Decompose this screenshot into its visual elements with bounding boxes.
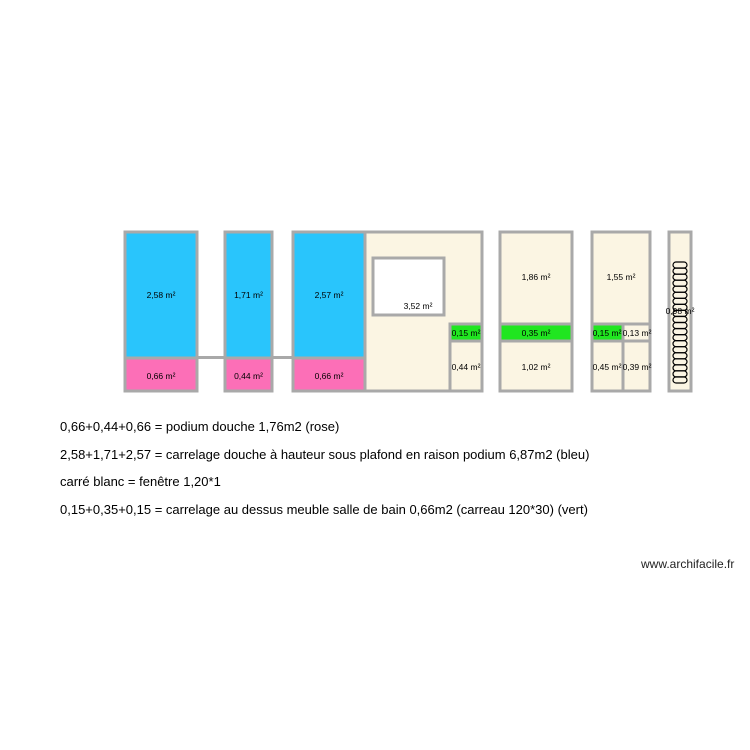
note-blue-tiling: 2,58+1,71+2,57 = carrelage douche à haut… bbox=[60, 446, 590, 462]
small-zone-044[interactable] bbox=[448, 339, 484, 393]
area-label-352: 3,52 m² bbox=[404, 301, 433, 311]
area-label-045: 0,45 m² bbox=[593, 362, 622, 372]
pink-zone-066-right[interactable] bbox=[291, 356, 367, 393]
area-label-015-b: 0,15 m² bbox=[593, 328, 622, 338]
area-label-257: 2,57 m² bbox=[315, 290, 344, 300]
panel-3: 2,57 m² 0,66 m² 3,52 m² 0,15 m² 0,44 m² bbox=[291, 230, 484, 393]
blue-zone-257[interactable] bbox=[291, 230, 367, 360]
radiator-icon bbox=[672, 261, 688, 384]
note-green-tiling: 0,15+0,35+0,15 = carrelage au dessus meu… bbox=[60, 501, 588, 517]
room-floor-186[interactable] bbox=[498, 230, 574, 326]
area-label-186: 1,86 m² bbox=[522, 272, 551, 282]
panel-4: 1,86 m² 0,35 m² 1,02 m² bbox=[498, 230, 574, 393]
radiator-coil bbox=[672, 376, 688, 384]
area-label-015-a: 0,15 m² bbox=[452, 328, 481, 338]
area-label-102: 1,02 m² bbox=[522, 362, 551, 372]
panel-5: 1,55 m² 0,15 m² 0,13 m² 0,45 m² 0,39 m² bbox=[590, 230, 652, 393]
area-label-066-right: 0,66 m² bbox=[315, 371, 344, 381]
connector-wall-2 bbox=[272, 356, 293, 359]
area-label-258: 2,58 m² bbox=[147, 290, 176, 300]
area-label-066-left: 0,66 m² bbox=[147, 371, 176, 381]
connector-wall-1 bbox=[197, 356, 225, 359]
pink-zone-066-left[interactable] bbox=[123, 356, 199, 393]
panel-6: 0,98 m² bbox=[666, 230, 695, 393]
area-label-013: 0,13 m² bbox=[623, 328, 652, 338]
room-floor-098[interactable] bbox=[667, 230, 693, 393]
room-floor-102[interactable] bbox=[498, 339, 574, 393]
small-zone-039[interactable] bbox=[621, 339, 652, 393]
area-label-039: 0,39 m² bbox=[623, 362, 652, 372]
panel-2: 1,71 m² 0,44 m² bbox=[223, 230, 274, 393]
watermark: www.archifacile.fr bbox=[641, 557, 735, 571]
note-white-window: carré blanc = fenêtre 1,20*1 bbox=[60, 474, 221, 489]
area-label-098: 0,98 m² bbox=[666, 306, 695, 316]
note-pink-podium: 0,66+0,44+0,66 = podium douche 1,76m2 (r… bbox=[60, 419, 340, 434]
area-label-171: 1,71 m² bbox=[234, 290, 263, 300]
panel-1: 2,58 m² 0,66 m² bbox=[123, 230, 199, 393]
room-floor-155[interactable] bbox=[590, 230, 652, 326]
area-label-155: 1,55 m² bbox=[607, 272, 636, 282]
window-square[interactable] bbox=[371, 256, 446, 317]
pink-zone-044[interactable] bbox=[223, 356, 274, 393]
area-label-035: 0,35 m² bbox=[522, 328, 551, 338]
small-zone-045[interactable] bbox=[590, 339, 625, 393]
area-label-044-right: 0,44 m² bbox=[452, 362, 481, 372]
notes-block: 0,66+0,44+0,66 = podium douche 1,76m2 (r… bbox=[60, 413, 589, 523]
blue-zone-258[interactable] bbox=[123, 230, 199, 360]
area-label-044-left: 0,44 m² bbox=[234, 371, 263, 381]
